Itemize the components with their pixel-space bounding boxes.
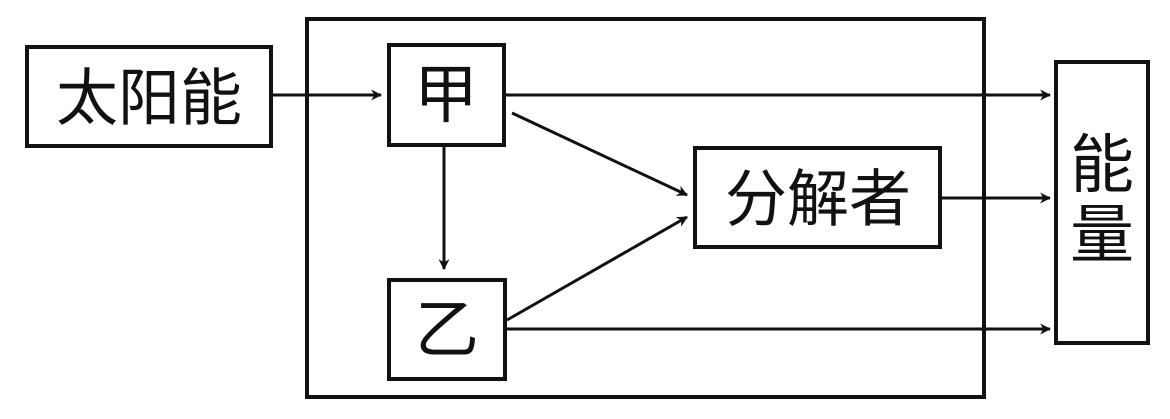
- jia-box: [387, 43, 506, 147]
- energy-box: [1054, 60, 1150, 345]
- edge-yi-to-decomposer: [506, 215, 688, 322]
- ecosystem-frame: [305, 17, 986, 399]
- energy-label-line1: 能: [1070, 129, 1134, 203]
- solar-node: 太阳能: [25, 45, 273, 148]
- yi-label: 乙: [415, 294, 479, 368]
- decomposer-box: [693, 146, 942, 249]
- solar-box: [25, 45, 273, 148]
- edge-jia-to-decomposer: [511, 111, 688, 197]
- jia-label: 甲: [414, 59, 478, 133]
- yi-box: [387, 278, 507, 381]
- yi-node: 乙: [387, 278, 507, 381]
- energy-node: 能 量: [1054, 60, 1150, 345]
- decomposer-label: 分解者: [725, 163, 911, 236]
- jia-node: 甲: [387, 43, 506, 147]
- decomposer-node: 分解者: [693, 146, 942, 249]
- energy-label-line2: 量: [1070, 199, 1134, 273]
- solar-label: 太阳能: [56, 62, 242, 135]
